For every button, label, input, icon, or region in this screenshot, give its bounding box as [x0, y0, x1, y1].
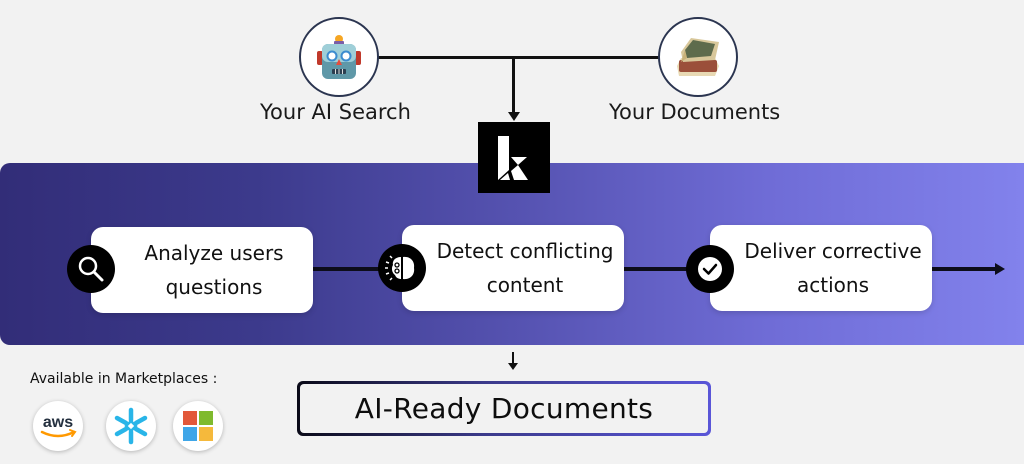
- ai-search-label: Your AI Search: [260, 100, 411, 124]
- step-analyze: Analyze users questions: [91, 227, 313, 313]
- step-detect: Detect conflicting content: [402, 225, 624, 311]
- connector-horizontal: [378, 56, 660, 59]
- snowflake-marketplace-link[interactable]: [106, 401, 156, 451]
- step-label: Deliver corrective actions: [744, 239, 922, 297]
- k-logo-icon: [478, 122, 550, 193]
- aws-marketplace-link[interactable]: aws: [33, 401, 83, 451]
- output-label: AI-Ready Documents: [354, 392, 654, 425]
- checkmark-icon: [686, 245, 734, 293]
- microsoft-icon: [183, 411, 213, 441]
- step-deliver: Deliver corrective actions: [710, 225, 932, 311]
- connector-vertical: [512, 56, 515, 114]
- documents-node: [658, 17, 738, 97]
- ai-search-node: [299, 17, 379, 97]
- step-label: Detect conflicting content: [436, 239, 614, 297]
- flow-connector-3: [930, 267, 996, 271]
- flow-connector-2: [622, 267, 692, 271]
- svg-text:aws: aws: [43, 414, 73, 431]
- output-connector: [512, 352, 514, 364]
- arrow-right-icon: [995, 263, 1005, 275]
- snowflake-icon: [114, 407, 148, 445]
- step-label: Analyze users questions: [144, 241, 284, 299]
- microsoft-marketplace-link[interactable]: [173, 401, 223, 451]
- magnifier-icon: [67, 245, 115, 293]
- aws-icon: aws: [40, 414, 77, 438]
- books-icon: [677, 38, 719, 76]
- ai-ready-documents-box: AI-Ready Documents: [297, 381, 711, 436]
- arrow-down-icon: [508, 363, 518, 370]
- flow-connector-1: [312, 267, 382, 271]
- robot-icon: [317, 35, 361, 79]
- marketplaces-label: Available in Marketplaces :: [30, 371, 218, 387]
- documents-label: Your Documents: [609, 100, 781, 124]
- arrow-down-icon: [508, 112, 520, 121]
- brain-icon: [378, 244, 426, 292]
